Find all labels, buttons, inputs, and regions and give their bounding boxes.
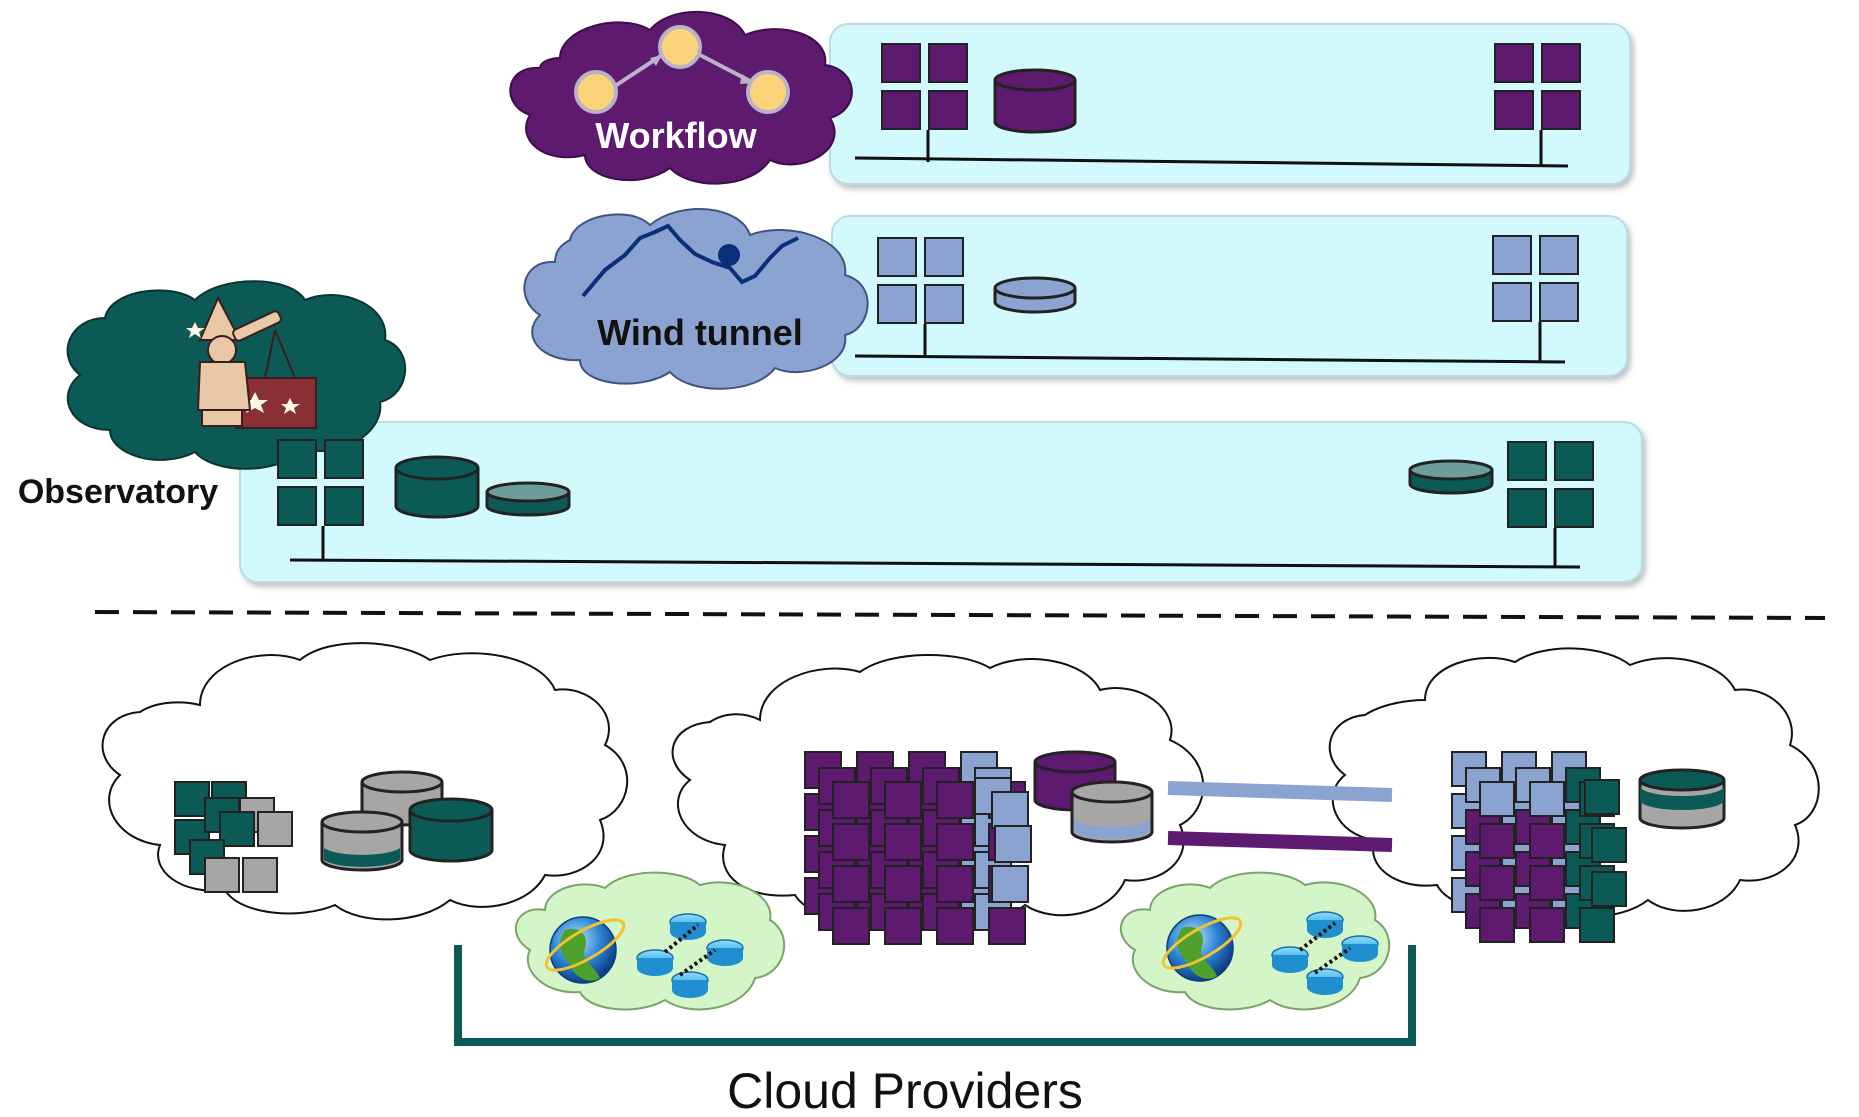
wan-link-blue <box>1167 781 1393 802</box>
server-node <box>884 823 922 861</box>
server-node <box>936 823 974 861</box>
wizard-telescope-icon <box>186 295 317 429</box>
server-grid-icon <box>881 43 968 130</box>
server-node <box>991 865 1029 903</box>
storage-cylinder-icon <box>1070 780 1154 844</box>
server-node <box>936 781 974 819</box>
server-node <box>1584 779 1620 815</box>
server-node <box>1479 865 1515 901</box>
server-node <box>1529 823 1565 859</box>
server-node <box>832 907 870 945</box>
server-grid-icon <box>1494 43 1581 130</box>
server-grid-icon <box>1492 235 1579 322</box>
storage-cylinder-icon <box>394 455 480 519</box>
wan-link-purple <box>1167 831 1393 852</box>
server-node <box>1529 781 1565 817</box>
workflow-node-2 <box>658 25 702 69</box>
cloud-providers-section: Cloud Providers <box>101 642 1820 1117</box>
workflow-cloud-icon <box>509 10 853 185</box>
server-node <box>1479 823 1515 859</box>
server-node <box>988 907 1026 945</box>
server-node <box>936 907 974 945</box>
workflow-section: Workflow <box>509 10 1631 185</box>
globe-icon <box>1161 914 1243 982</box>
server-grid-icon <box>174 781 293 893</box>
workflow-arrowhead-1 <box>650 55 662 66</box>
workflow-node-1 <box>574 70 618 114</box>
server-node <box>884 865 922 903</box>
server-node <box>884 907 922 945</box>
server-node <box>832 823 870 861</box>
storage-cylinder-icon <box>485 481 571 517</box>
cloud-providers-bracket <box>454 945 1416 1046</box>
server-grid-icon <box>1451 751 1627 943</box>
observatory-label: Observatory <box>18 473 218 511</box>
storage-cylinder-icon <box>320 810 404 872</box>
server-node <box>832 865 870 903</box>
storage-cylinder-icon <box>993 276 1077 314</box>
server-node <box>884 781 922 819</box>
server-node <box>994 825 1032 863</box>
wind-tunnel-network-bus <box>854 354 1566 364</box>
cloud-providers-label: Cloud Providers <box>727 1063 1083 1117</box>
server-node <box>1591 827 1627 863</box>
server-node <box>1479 907 1515 943</box>
server-node <box>936 865 974 903</box>
wind-tunnel-cloud-icon <box>523 208 869 390</box>
storage-cylinder-icon <box>993 68 1077 134</box>
router-icon <box>636 913 744 998</box>
server-grid-icon <box>877 237 964 324</box>
server-grid-icon <box>804 751 1032 945</box>
server-node <box>991 791 1029 829</box>
workflow-node-3 <box>746 70 790 114</box>
workflow-label: Workflow <box>595 115 757 156</box>
wind-tunnel-section: Wind tunnel <box>523 208 1628 390</box>
server-grid-icon <box>1507 441 1594 528</box>
server-node <box>1591 871 1627 907</box>
workflow-network-bus <box>854 156 1569 168</box>
globe-icon <box>544 916 626 984</box>
server-node <box>1479 781 1515 817</box>
wind-tunnel-label: Wind tunnel <box>597 312 803 353</box>
wind-tunnel-probe <box>718 244 740 266</box>
server-node <box>1529 865 1565 901</box>
observatory-section: Observatory <box>18 280 1643 583</box>
router-icon <box>1271 911 1379 995</box>
layer-divider <box>94 610 1826 620</box>
server-node <box>1579 907 1615 943</box>
wind-tunnel-curve <box>581 223 799 298</box>
server-node <box>832 781 870 819</box>
server-node <box>1529 907 1565 943</box>
server-grid-icon <box>277 439 364 526</box>
storage-cylinder-icon <box>1408 459 1494 495</box>
observatory-network-bus <box>289 558 1581 569</box>
storage-cylinder-icon <box>408 797 494 863</box>
storage-cylinder-icon <box>1638 768 1726 830</box>
observatory-panel <box>239 421 1643 583</box>
